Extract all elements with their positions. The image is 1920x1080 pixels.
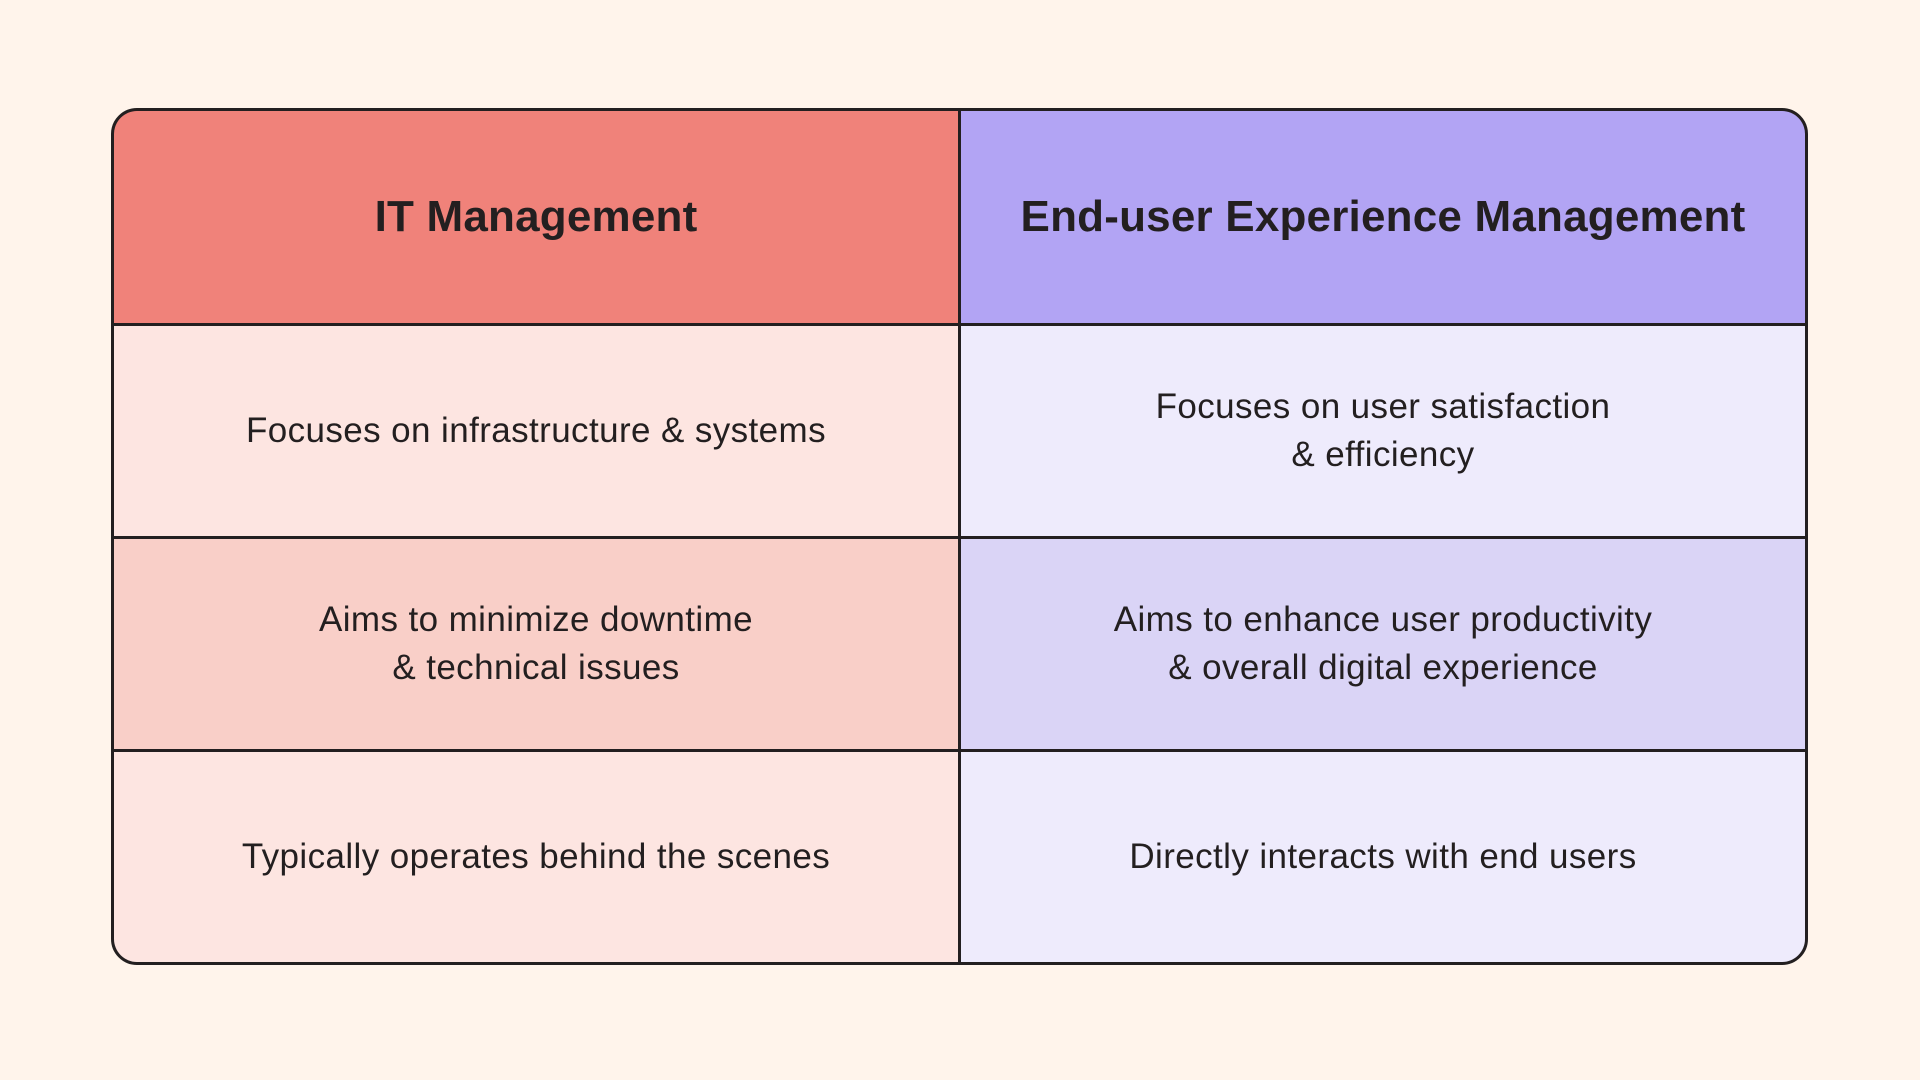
cell-row1-it-management: Focuses on infrastructure & systems: [114, 326, 958, 537]
header-cell-end-user-experience-management: End-user Experience Management: [961, 111, 1805, 324]
cell-row3-it-management: Typically operates behind the scenes: [114, 752, 958, 962]
cell-row2-end-user-experience: Aims to enhance user productivity & over…: [961, 539, 1805, 750]
cell-row1-end-user-experience: Focuses on user satisfaction & efficienc…: [961, 326, 1805, 537]
cell-row3-end-user-experience: Directly interacts with end users: [961, 752, 1805, 962]
comparison-table: IT Management End-user Experience Manage…: [111, 108, 1808, 965]
header-cell-it-management: IT Management: [114, 111, 958, 324]
cell-row2-it-management: Aims to minimize downtime & technical is…: [114, 539, 958, 750]
